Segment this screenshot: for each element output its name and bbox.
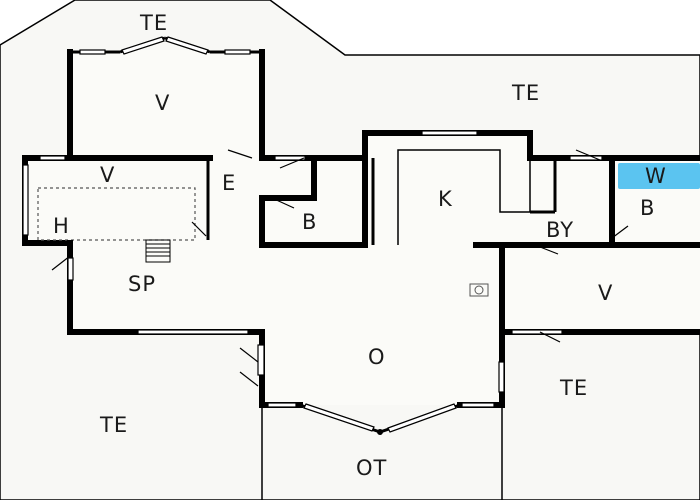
room-k: K: [438, 187, 453, 211]
sp-walls: [51, 240, 265, 335]
stairs: [145, 239, 171, 263]
upper-wing-walls: [67, 36, 265, 161]
room-h: H: [53, 214, 70, 238]
room-ot: OT: [356, 456, 387, 480]
room-b-center: B: [302, 210, 317, 234]
room-v-right: V: [598, 281, 613, 305]
entry-walls: [227, 149, 368, 248]
room-o: O: [368, 345, 386, 369]
living-walls: [239, 283, 505, 435]
right-wing-walls: [473, 225, 700, 343]
room-by: BY: [546, 218, 574, 242]
room-b-right: B: [640, 196, 655, 220]
room-v-upper: V: [155, 91, 170, 115]
room-te-right-bottom: TE: [559, 376, 588, 400]
left-block-walls: [22, 155, 213, 263]
room-w: W: [645, 164, 667, 188]
room-te-left: TE: [99, 413, 128, 437]
room-v-lower: V: [100, 163, 115, 187]
terrace-lines: [261, 405, 503, 500]
w-highlight: [618, 163, 700, 189]
room-te-right-top: TE: [511, 81, 540, 105]
room-sp: SP: [128, 272, 156, 296]
room-te-top: TE: [139, 11, 168, 35]
kitchen-walls: [362, 130, 700, 248]
room-e: E: [222, 171, 236, 195]
